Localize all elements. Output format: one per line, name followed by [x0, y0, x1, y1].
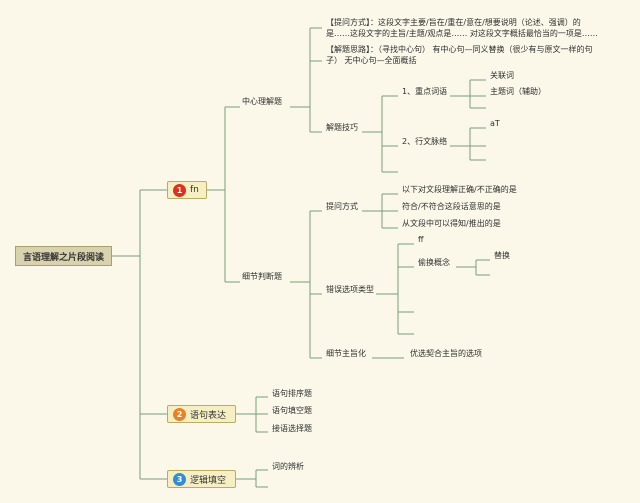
- node-yuju-tiankong[interactable]: 语句填空题: [272, 406, 312, 415]
- node-jieyu-xuanze[interactable]: 接语选择题: [272, 424, 312, 433]
- node-jieti-silu-text[interactable]: 【解题思路】：（寻找中心句） 有中心句—同义替换（很少有与原文一样的句子） 无中…: [326, 45, 593, 65]
- node-ci-bianxi[interactable]: 词的辨析: [272, 462, 304, 471]
- node-at[interactable]: aT: [490, 119, 500, 128]
- node-tihuan[interactable]: 替换: [494, 251, 510, 260]
- root-label: 言语理解之片段阅读: [22, 252, 104, 263]
- node-zhongdian-ciyu[interactable]: 1、重点词语: [402, 87, 448, 96]
- node-cuowu-xuanxiang[interactable]: 错误选项类型: [326, 285, 374, 294]
- node-xingwen-mailuo[interactable]: 2、行文脉络: [402, 137, 448, 146]
- node-yuju-paixu[interactable]: 语句排序题: [272, 389, 312, 398]
- node-zhutici[interactable]: 主题词（辅助）: [490, 87, 546, 96]
- node-xijie[interactable]: 细节判断题: [242, 272, 282, 281]
- node-question-2[interactable]: 符合/不符合这段话意思的是: [402, 202, 501, 211]
- node-xijie-zhuzhi[interactable]: 细节主旨化: [326, 349, 366, 358]
- branch-3-label: 逻辑填空: [190, 475, 227, 486]
- root-node[interactable]: 言语理解之片段阅读: [15, 246, 112, 266]
- node-tiwen-fangshi[interactable]: 提问方式: [326, 202, 358, 211]
- branch-1-node[interactable]: 1 fn: [167, 181, 207, 199]
- branch-1-label: fn: [190, 185, 199, 195]
- node-question-3[interactable]: 从文段中可以得知/推出的是: [402, 219, 501, 228]
- node-youxuan[interactable]: 优选契合主旨的选项: [410, 349, 482, 358]
- node-zhongxin[interactable]: 中心理解题: [242, 97, 282, 106]
- node-jieti-jiqiao[interactable]: 解题技巧: [326, 123, 358, 132]
- node-tiwen-fangshi-text[interactable]: 【提问方式】：这段文字主要/旨在/重在/意在/想要说明（论述、强调）的是……这段…: [326, 18, 598, 38]
- node-ff[interactable]: ff: [418, 235, 424, 244]
- number-1-icon: 1: [173, 183, 186, 197]
- node-question-1[interactable]: 以下对文段理解正确/不正确的是: [402, 185, 517, 194]
- number-3-icon: 3: [173, 472, 186, 486]
- node-touhuan-gainian[interactable]: 偷换概念: [418, 258, 450, 267]
- number-2-icon: 2: [173, 407, 186, 421]
- branch-2-label: 语句表达: [190, 410, 227, 421]
- node-guanlianci[interactable]: 关联词: [490, 71, 514, 80]
- branch-3-node[interactable]: 3 逻辑填空: [167, 470, 236, 488]
- branch-2-node[interactable]: 2 语句表达: [167, 405, 236, 423]
